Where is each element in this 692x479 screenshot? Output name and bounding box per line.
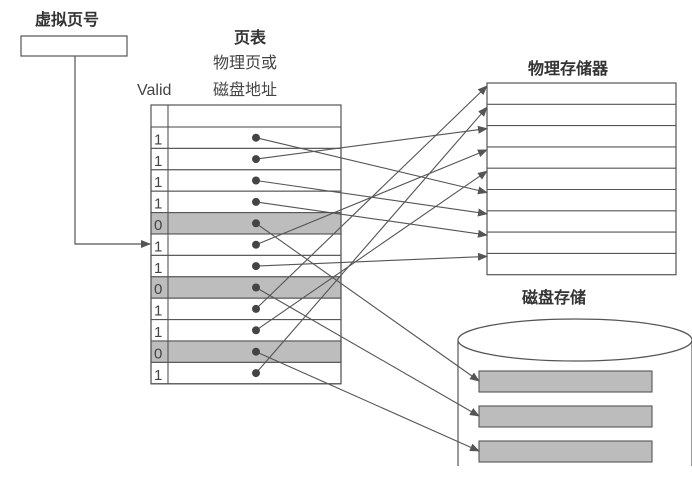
mapping-arrow xyxy=(255,125,488,160)
disk-block xyxy=(478,370,653,393)
mapping-arrow xyxy=(255,287,480,417)
page-table-mappings xyxy=(252,85,488,452)
page-table-entry: 1 xyxy=(150,233,342,256)
page-table-entry: 1 xyxy=(150,319,342,342)
disk-block xyxy=(478,440,653,463)
mapping-arrow xyxy=(255,252,488,267)
page-table-entry: 0 xyxy=(150,212,342,235)
entry-pointer-dot xyxy=(252,219,260,228)
physical-memory-title: 物理存储器 xyxy=(528,59,609,78)
mapping-arrow xyxy=(255,201,488,238)
disk-block xyxy=(478,405,653,428)
entry-pointer-dot xyxy=(252,326,260,335)
page-table-entry: 1 xyxy=(150,190,342,214)
page-table-entry: 0 xyxy=(150,276,342,299)
disk-cylinder-sides xyxy=(457,340,692,466)
entry-pointer-dot xyxy=(252,133,260,142)
valid-bit: 1 xyxy=(154,131,162,148)
virtual-page-number-label: 虚拟页号 xyxy=(35,10,99,29)
physical-memory-box xyxy=(486,82,677,276)
virtual-page-number-box xyxy=(20,35,128,57)
valid-bit: 0 xyxy=(154,281,162,298)
page-table: 1 1 1 1 0 1 1 0 1 1 0 1 xyxy=(150,104,342,385)
page-table-title: 页表 xyxy=(234,28,267,47)
valid-bit: 1 xyxy=(154,303,162,320)
disk-storage xyxy=(457,318,692,466)
disk-cylinder-top xyxy=(457,318,692,362)
entry-pointer-dot xyxy=(252,304,260,313)
page-table-entry: 1 xyxy=(150,126,342,149)
entry-pointer-dot xyxy=(252,240,260,249)
page-table-entry: 0 xyxy=(150,340,342,363)
page-table-entry: 1 xyxy=(150,254,342,278)
valid-bit: 1 xyxy=(154,324,162,341)
valid-bit: 1 xyxy=(154,196,162,213)
valid-column-label: Valid xyxy=(137,82,171,99)
entry-pointer-dot xyxy=(252,283,260,292)
entry-pointer-dot xyxy=(252,155,260,164)
disk-storage-title: 磁盘存储 xyxy=(522,288,586,307)
entry-pointer-dot xyxy=(252,262,260,271)
valid-bit: 0 xyxy=(154,345,162,362)
entry-pointer-dot xyxy=(252,347,260,356)
page-table-entry: 1 xyxy=(150,169,342,192)
valid-bit: 1 xyxy=(154,238,162,255)
physical-memory xyxy=(486,82,677,276)
valid-bit: 1 xyxy=(154,367,162,384)
entry-pointer-dot xyxy=(252,176,260,185)
mapping-arrow xyxy=(255,351,480,452)
mapping-arrow xyxy=(255,106,488,374)
mapping-arrow xyxy=(255,170,488,331)
valid-bit: 1 xyxy=(154,153,162,170)
mapping-arrow xyxy=(255,85,488,310)
virtual-page-pointer-arrow xyxy=(74,56,151,248)
column-header-line2: 磁盘地址 xyxy=(213,80,277,99)
valid-bit: 1 xyxy=(154,260,162,277)
column-header-line1: 物理页或 xyxy=(213,53,277,72)
valid-bit: 1 xyxy=(154,174,162,191)
entry-pointer-dot xyxy=(252,369,260,378)
page-table-entry: 1 xyxy=(150,361,342,385)
entry-pointer-dot xyxy=(252,197,260,206)
page-table-outline xyxy=(150,104,342,385)
valid-bit: 0 xyxy=(154,217,162,234)
mapping-arrow xyxy=(255,137,488,195)
mapping-arrow xyxy=(255,222,480,382)
